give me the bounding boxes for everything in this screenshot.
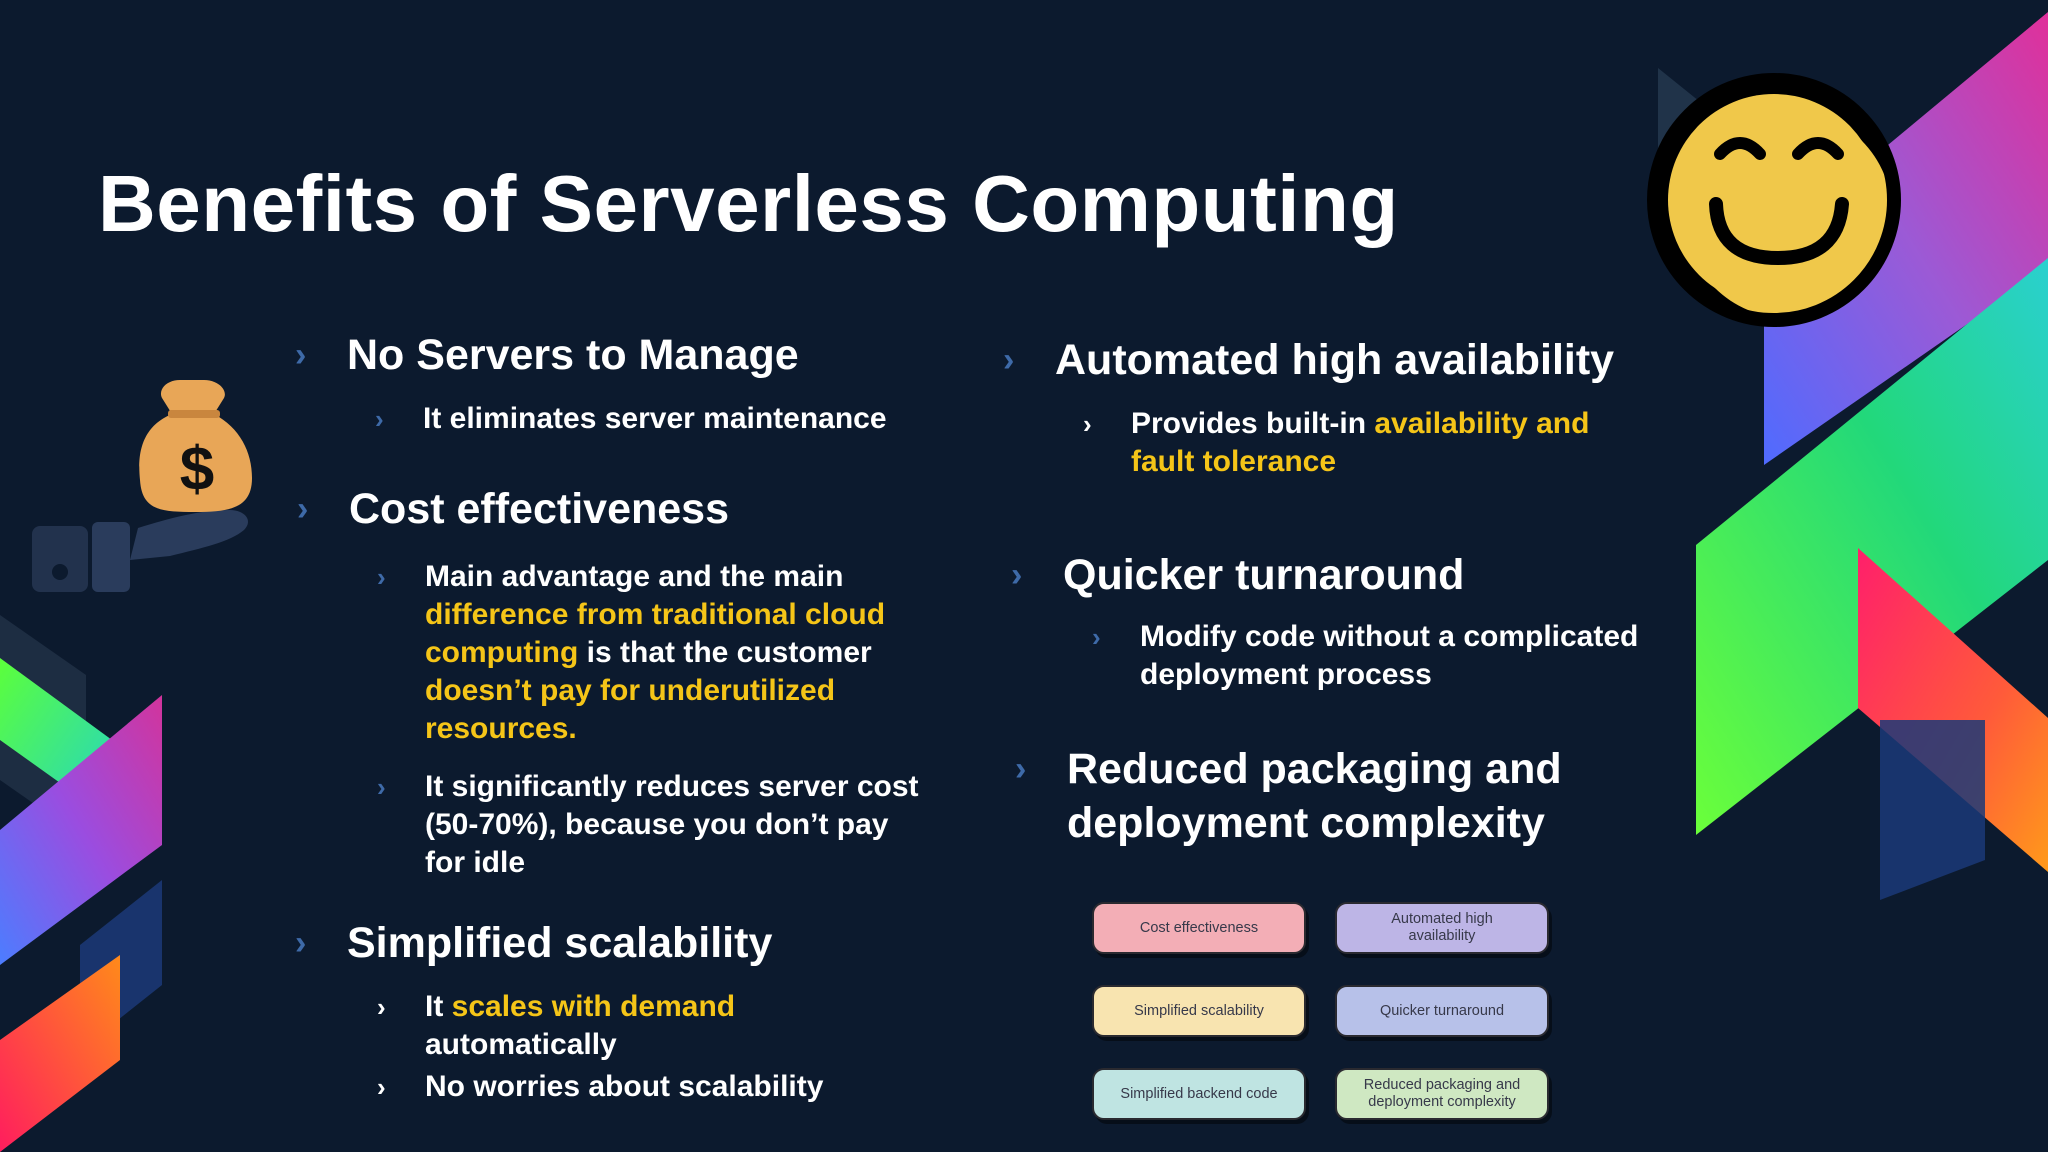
no-servers-section: › No Servers to Manage › It eliminates s… (295, 328, 887, 435)
tag-simplified-backend-code: Simplified backend code (1092, 1068, 1306, 1120)
chevron-right-icon: › (1083, 409, 1092, 439)
no-servers-point: › It eliminates server maintenance (375, 400, 887, 438)
tag-quicker-turnaround: Quicker turnaround (1335, 985, 1549, 1037)
availability-point: › Provides built-in availability and fau… (1083, 407, 1590, 478)
chevron-right-icon: › (375, 404, 384, 434)
chevron-right-icon: › (1003, 341, 1015, 379)
money-bag-hand-icon: $ (32, 380, 252, 592)
scalability-section: › Simplified scalability › It scales wit… (295, 916, 823, 1103)
cost-point-2: › It significantly reduces server cost (… (377, 770, 919, 879)
tag-simplified-scalability: Simplified scalability (1092, 985, 1306, 1037)
chevron-right-icon: › (377, 562, 386, 592)
chevron-right-icon: › (1092, 622, 1101, 652)
chevron-right-icon: › (295, 336, 307, 374)
chevron-right-icon: › (295, 924, 307, 962)
no-servers-heading: › No Servers to Manage (295, 328, 811, 382)
chevron-right-icon: › (377, 992, 386, 1022)
scalability-heading: › Simplified scalability (295, 916, 772, 970)
chevron-right-icon: › (377, 1072, 386, 1102)
availability-heading: › Automated high availability (1003, 333, 1614, 387)
availability-section: › Automated high availability › Provides… (1003, 333, 1614, 478)
svg-text:$: $ (180, 435, 214, 504)
chevron-right-icon: › (1015, 750, 1027, 788)
smiley-face-icon (1647, 73, 1901, 327)
cost-heading: › Cost effectiveness (297, 482, 843, 536)
turnaround-section: › Quicker turnaround › Modify code witho… (1011, 548, 1638, 691)
turnaround-heading: › Quicker turnaround (1011, 548, 1561, 602)
cost-section: › Cost effectiveness › Main advantage an… (297, 482, 919, 879)
scalability-point-1: › It scales with demand automatically (377, 990, 736, 1061)
tag-cost-effectiveness: Cost effectiveness (1092, 902, 1306, 954)
chevron-right-icon: › (1011, 556, 1023, 594)
slide-title: Benefits of Serverless Computing (98, 159, 1399, 248)
turnaround-point: › Modify code without a complicated depl… (1092, 620, 1639, 691)
packaging-heading: › Reduced packaging and deployment compl… (1015, 742, 1562, 850)
chevron-right-icon: › (297, 490, 309, 528)
cost-point-1: › Main advantage and the main difference… (377, 560, 886, 745)
chevron-right-icon: › (377, 772, 386, 802)
scalability-point-2: › No worries about scalability (377, 1068, 850, 1106)
packaging-section: › Reduced packaging and deployment compl… (1015, 742, 1562, 850)
